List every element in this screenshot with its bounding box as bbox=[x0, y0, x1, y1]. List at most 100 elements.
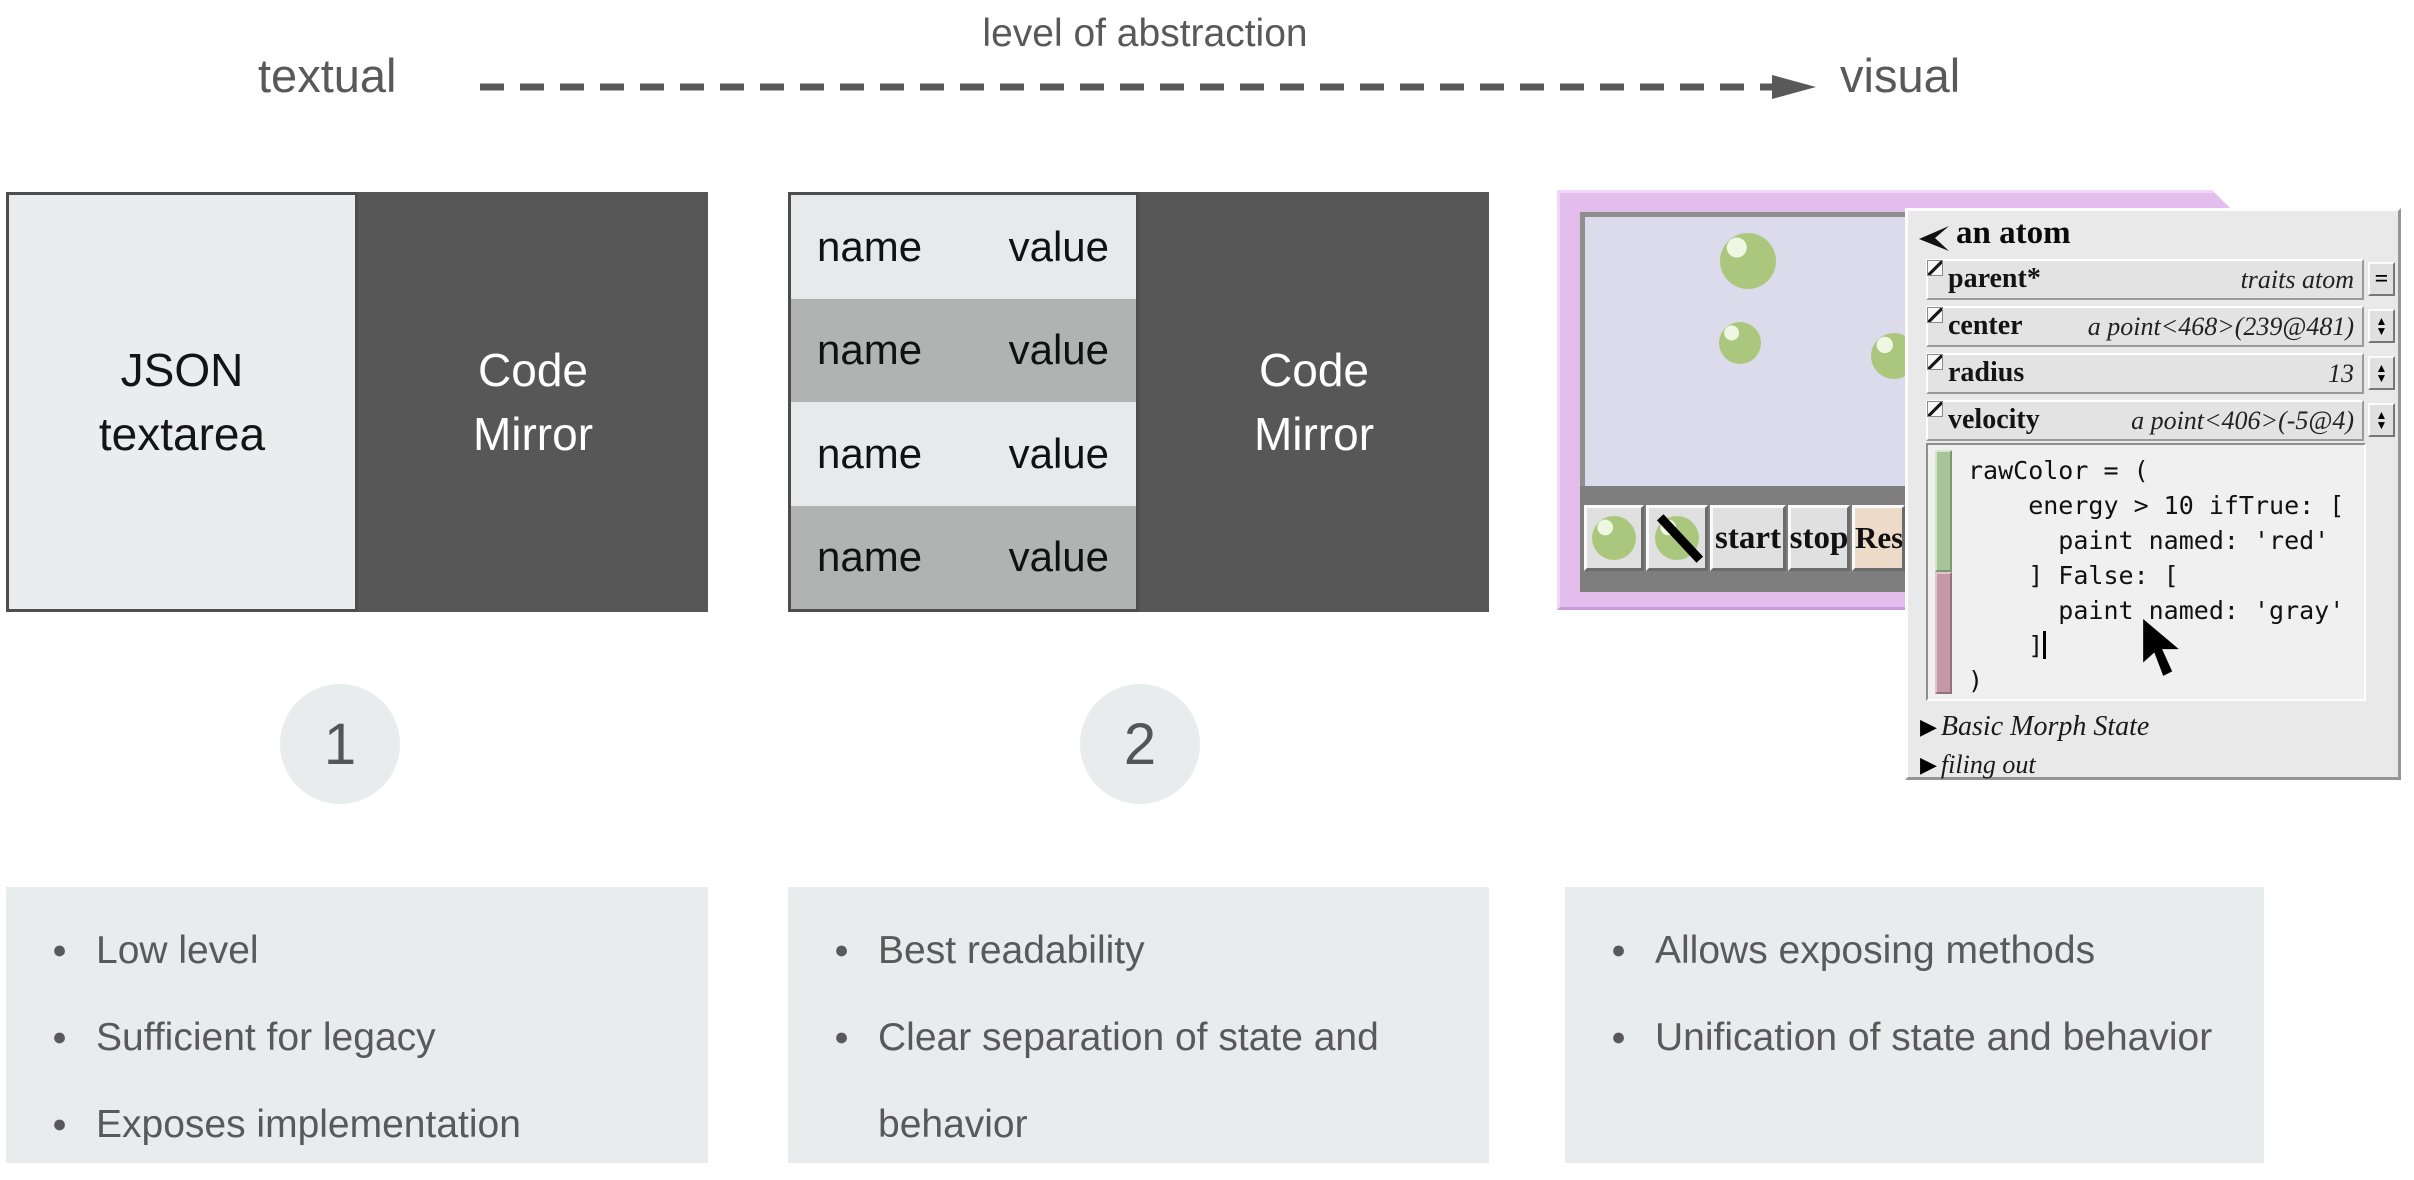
abstraction-arrow-icon bbox=[480, 75, 1816, 99]
slot-value: a point<468>(239@481) bbox=[2087, 312, 2354, 341]
fold-corner-icon[interactable] bbox=[1927, 260, 1943, 276]
atom-inspector-panel: an atom parent* traits atom = center a p… bbox=[1905, 208, 2401, 780]
option1-right-label: Code Mirror bbox=[472, 343, 594, 460]
option3-bullet-list: ● Allows exposing methods ● Unification … bbox=[1565, 887, 2264, 1163]
atom-ball[interactable] bbox=[1720, 233, 1776, 289]
code-line: ] bbox=[1968, 631, 2044, 660]
fold-corner-icon[interactable] bbox=[1927, 401, 1943, 417]
inspector-row-parent[interactable]: parent* traits atom bbox=[1926, 259, 2364, 300]
table-row: name value bbox=[791, 195, 1136, 299]
option1-json-textarea-panel: JSON textarea bbox=[6, 192, 358, 612]
row-name: name bbox=[817, 326, 923, 374]
inspector-row-center[interactable]: center a point<468>(239@481) bbox=[1926, 306, 2364, 347]
expander-triangle-icon[interactable]: ▶ bbox=[1920, 714, 1937, 739]
bullet-icon: ● bbox=[1611, 1023, 1627, 1051]
fold-corner-icon[interactable] bbox=[1927, 307, 1943, 323]
inspector-row-velocity[interactable]: velocity a point<406>(-5@4) bbox=[1926, 400, 2364, 441]
filing-out-expander[interactable]: ▶ filing out bbox=[1920, 750, 2036, 780]
spectrum-label-textual: textual bbox=[258, 49, 397, 102]
list-item: ● Sufficient for legacy bbox=[6, 994, 708, 1081]
fold-corner-icon[interactable] bbox=[1927, 354, 1943, 370]
slot-name: radius bbox=[1948, 357, 2025, 388]
section-label: Basic Morph State bbox=[1940, 711, 2150, 742]
row-value: value bbox=[1008, 429, 1109, 477]
table-row: name value bbox=[791, 402, 1136, 506]
bullet-icon: ● bbox=[52, 1023, 68, 1051]
inspector-row-radius[interactable]: radius 13 bbox=[1926, 353, 2364, 394]
inspector-title: an atom bbox=[1956, 215, 2071, 251]
table-row: name value bbox=[791, 505, 1136, 609]
option2-badge: 2 bbox=[1080, 684, 1200, 804]
list-item: ● Low level bbox=[6, 907, 708, 994]
option2-right-label: Code Mirror bbox=[1253, 343, 1375, 460]
code-text[interactable]: rawColor = ( energy > 10 ifTrue: [ paint… bbox=[1968, 453, 2344, 698]
bullet-icon: ● bbox=[834, 1023, 850, 1051]
stepper-down-icon[interactable]: ▼ bbox=[2375, 418, 2388, 432]
bullet-icon: ● bbox=[52, 1110, 68, 1138]
stepper-up-icon[interactable]: ▲ bbox=[2375, 408, 2388, 422]
atom-slash-icon bbox=[1655, 514, 1704, 563]
row-name: name bbox=[817, 429, 923, 477]
scrollbar-thumb-green[interactable] bbox=[1935, 450, 1952, 572]
spectrum-label-visual: visual bbox=[1840, 49, 1961, 102]
stepper-up-icon[interactable]: ▲ bbox=[2375, 361, 2388, 375]
table-row: name value bbox=[791, 298, 1136, 402]
code-line: ] False: [ bbox=[1968, 561, 2179, 590]
slot-name: parent* bbox=[1948, 263, 2041, 294]
stepper-up-icon[interactable]: ▲ bbox=[2375, 314, 2388, 328]
list-item: ● Exposes implementation bbox=[6, 1081, 708, 1168]
list-item: ● Clear separation of state and behavior bbox=[788, 994, 1489, 1168]
option1-left-label: JSON textarea bbox=[98, 343, 266, 460]
code-scrollbar[interactable] bbox=[1935, 450, 1952, 694]
option1-bullet-list: ● Low level ● Sufficient for legacy ● Ex… bbox=[6, 887, 708, 1163]
basic-morph-state-expander[interactable]: ▶ Basic Morph State bbox=[1920, 711, 2149, 743]
option2-bullet-list: ● Best readability ● Clear separation of… bbox=[788, 887, 1489, 1163]
row-name: name bbox=[817, 533, 923, 581]
list-item: ● Best readability bbox=[788, 907, 1489, 994]
list-item: ● Unification of state and behavior bbox=[1565, 994, 2264, 1081]
stepper-down-icon[interactable]: ▼ bbox=[2375, 371, 2388, 385]
bullet-icon: ● bbox=[834, 936, 850, 964]
spectrum-axis-title: level of abstraction bbox=[982, 12, 1308, 55]
viewer-flag-icon[interactable] bbox=[1918, 224, 1950, 252]
code-line: energy > 10 ifTrue: [ bbox=[1968, 491, 2345, 520]
atom-icon bbox=[1592, 516, 1636, 560]
bullet-icon: ● bbox=[52, 936, 68, 964]
add-atom-button[interactable] bbox=[1584, 505, 1644, 571]
option1-codemirror-panel: Code Mirror bbox=[358, 192, 708, 612]
row-name: name bbox=[817, 222, 923, 270]
stepper-down-icon[interactable]: ▼ bbox=[2375, 324, 2388, 338]
mouse-pointer-icon bbox=[2143, 619, 2179, 676]
option1-badge: 1 bbox=[280, 684, 400, 804]
slot-value: traits atom bbox=[2240, 265, 2354, 294]
row-value: value bbox=[1008, 533, 1109, 581]
slot-name: center bbox=[1948, 310, 2023, 341]
remove-atom-button[interactable] bbox=[1646, 505, 1708, 571]
reset-button[interactable]: Resi bbox=[1852, 505, 1905, 571]
code-line: paint named: 'gray' bbox=[1968, 596, 2345, 625]
slot-value: 13 bbox=[2328, 359, 2354, 388]
code-line: ) bbox=[1968, 666, 1984, 695]
bullet-icon: ● bbox=[1611, 936, 1627, 964]
parent-menu-button[interactable]: = bbox=[2368, 262, 2395, 296]
slot-value: a point<406>(-5@4) bbox=[2131, 406, 2354, 435]
velocity-stepper-button[interactable]: ▲ ▼ bbox=[2368, 403, 2395, 437]
center-stepper-button[interactable]: ▲ ▼ bbox=[2368, 309, 2395, 343]
atom-ball[interactable] bbox=[1719, 322, 1761, 364]
stop-button[interactable]: stop bbox=[1788, 505, 1850, 571]
option2-codemirror-panel: Code Mirror bbox=[1139, 192, 1489, 612]
expander-triangle-icon[interactable]: ▶ bbox=[1920, 752, 1937, 777]
section-label: filing out bbox=[1940, 750, 2036, 779]
start-button[interactable]: start bbox=[1710, 505, 1786, 571]
scrollbar-thumb-mauve[interactable] bbox=[1935, 572, 1952, 694]
list-item: ● Allows exposing methods bbox=[1565, 907, 2264, 994]
radius-stepper-button[interactable]: ▲ ▼ bbox=[2368, 356, 2395, 390]
text-caret bbox=[2043, 631, 2047, 659]
option2-name-value-table: name value name value name value name va… bbox=[788, 192, 1139, 612]
row-value: value bbox=[1008, 326, 1109, 374]
code-line: rawColor = ( bbox=[1968, 456, 2149, 485]
code-line: paint named: 'red' bbox=[1968, 526, 2330, 555]
slot-name: velocity bbox=[1948, 404, 2040, 435]
slash-icon bbox=[1656, 514, 1704, 563]
